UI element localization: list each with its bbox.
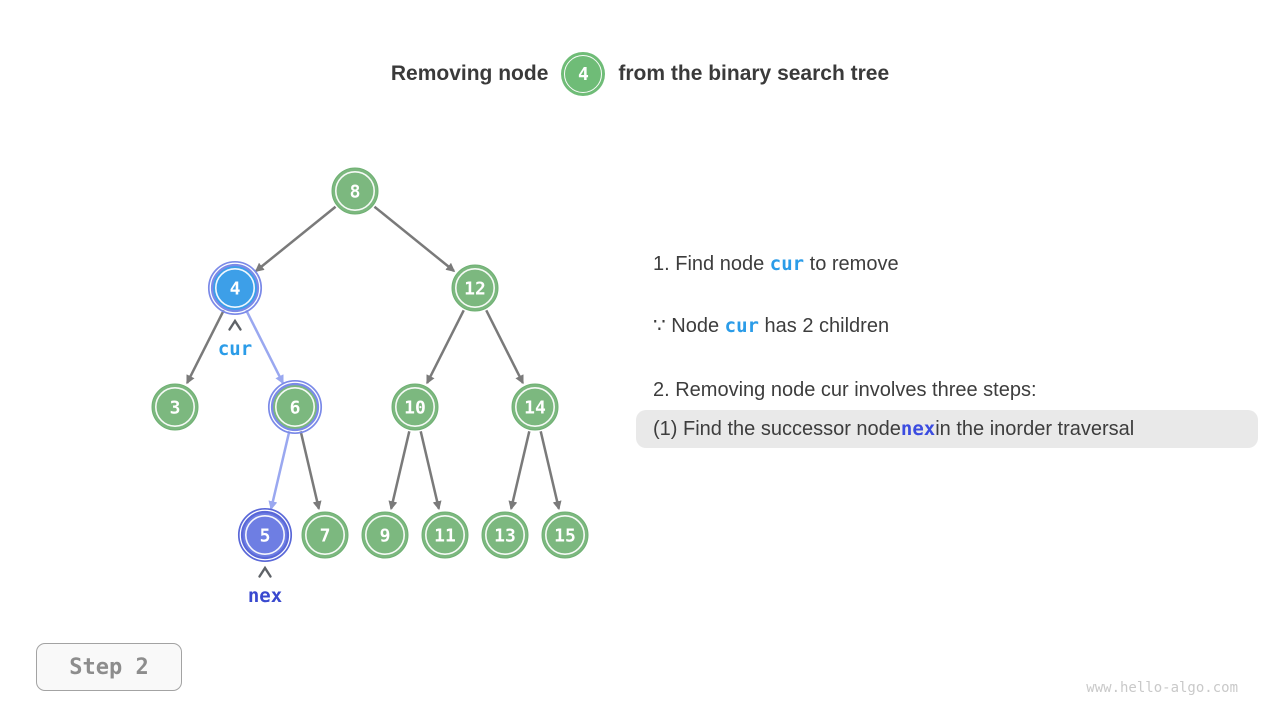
tree-node-13: 13 [481,511,529,559]
figure-title: Removing node 4 from the binary search t… [0,52,1280,96]
note-line-1: 1. Find node cur to remove [653,251,899,277]
tree-node-11: 11 [421,511,469,559]
tree-node-value: 13 [494,526,516,547]
tree-node-4: 4 [207,260,263,316]
tree-node-value: 7 [320,526,331,547]
note-3-text: 2. Removing node cur involves three step… [653,379,1037,401]
note-line-3: 2. Removing node cur involves three step… [653,377,1037,403]
nodes-layer: 8 4 12 3 6 10 14 5 7 9 11 13 15 [151,167,589,563]
edge-14-15 [539,431,562,511]
nex-pointer-label: nex [248,585,282,607]
cur-pointer-arrow-icon [228,318,242,331]
tree-node-value: 11 [434,526,456,547]
highlight-text: (1) Find the successor node [653,417,901,440]
highlight-text-end: in the inorder traversal [935,417,1135,440]
step-badge-label: Step 2 [69,654,149,680]
note-2-text-end: has 2 children [758,315,890,337]
tree-node-value: 6 [290,398,301,419]
highlighted-step: (1) Find the successor node nex in the i… [636,410,1258,448]
tree-node-value: 12 [464,279,486,300]
edge-8-12 [373,205,456,272]
cur-token: cur [769,253,805,275]
tree-node-value: 15 [554,526,576,547]
edge-10-11 [419,431,442,511]
tree-node-10: 10 [391,383,439,431]
note-1-text: 1. Find node [653,253,770,275]
nex-pointer-arrow-icon [258,565,272,578]
edge-10-9 [388,431,411,511]
cur-token: cur [724,315,759,337]
pointers-layer: cur nex [218,318,282,607]
note-2-text: ∵ Node [653,315,725,337]
tree-node-3: 3 [151,383,199,431]
edge-12-10 [426,309,465,385]
tree-node-15: 15 [541,511,589,559]
title-node-badge: 4 [561,52,606,96]
edge-4-3 [186,309,225,385]
tree-node-value: 4 [230,279,241,300]
tree-node-value: 14 [524,398,546,419]
tree-node-9: 9 [361,511,409,559]
title-suffix: from the binary search tree [618,62,890,85]
title-prefix: Removing node [390,62,549,85]
tree-node-value: 9 [380,526,391,547]
edge-8-4 [254,205,337,272]
edge-6-7 [299,431,322,511]
edge-6-5 [268,431,291,511]
tree-node-value: 10 [404,398,426,419]
watermark: www.hello-algo.com [1086,680,1238,696]
edge-4-6 [245,309,284,385]
tree-node-6: 6 [267,379,323,435]
note-line-2: ∵ Node cur has 2 children [653,313,889,339]
tree-node-8: 8 [331,167,379,215]
tree-node-value: 3 [170,398,181,419]
edges-layer [186,205,562,511]
nex-token: nex [900,418,936,440]
edge-14-13 [508,431,531,511]
edge-12-14 [485,309,524,385]
cur-pointer-label: cur [218,338,252,360]
tree-node-5: 5 [237,507,293,563]
tree-node-12: 12 [451,264,499,312]
tree-node-14: 14 [511,383,559,431]
note-1-text-end: to remove [804,253,899,275]
tree-node-value: 8 [350,182,361,203]
step-badge: Step 2 [36,643,182,691]
tree-node-value: 5 [260,526,271,547]
tree-node-7: 7 [301,511,349,559]
